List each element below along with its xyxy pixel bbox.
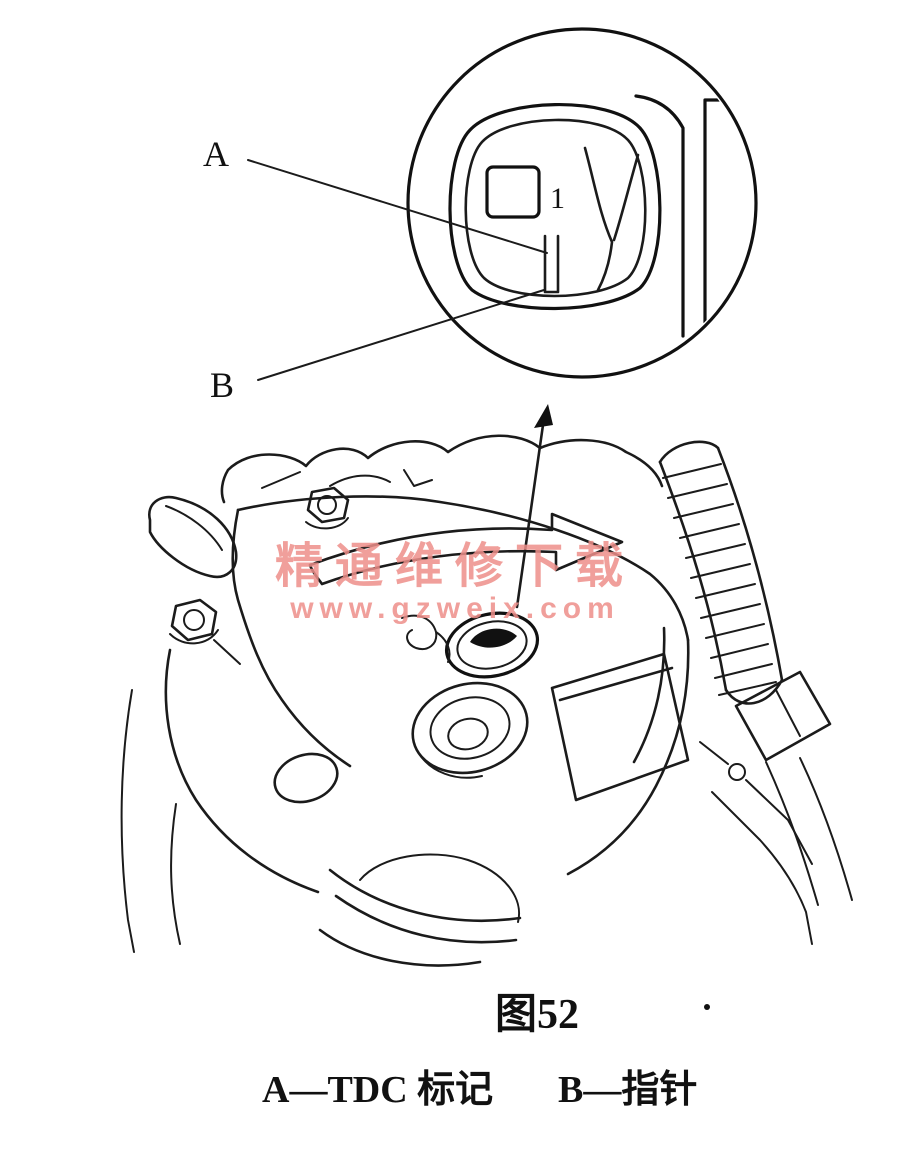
magnifier-contents (448, 94, 721, 338)
magnifier-circle (406, 27, 758, 379)
block-edge-lines (120, 689, 181, 953)
crankshaft-pulley (411, 681, 529, 779)
arrow-to-detail (515, 404, 553, 609)
center-panel (550, 652, 690, 802)
cover-outline-left (231, 508, 352, 768)
wire-hook (401, 614, 451, 663)
timing-window-opening (444, 611, 540, 679)
leader-line-b (257, 289, 545, 381)
pulley-recess-outer (448, 103, 662, 311)
sweep-arrow (308, 512, 624, 586)
tdc-mark-number: 1 (550, 182, 565, 215)
cover-outline-right (566, 626, 690, 876)
valve-cover-detail (261, 469, 433, 489)
bottom-blob (359, 853, 521, 923)
cover-edge-curve (634, 94, 685, 338)
cover-outline-lowerleft (164, 648, 320, 894)
watermark-line2: www.gzweix.com (289, 592, 620, 625)
cover-edge-vertical (703, 98, 721, 324)
right-bracket (699, 741, 813, 945)
engine-illustration (120, 434, 853, 967)
legend-b: B—指针 (558, 1069, 697, 1111)
pointer-slot (543, 234, 560, 294)
label-b: B (210, 365, 234, 405)
corrugated-hose (658, 440, 784, 705)
stray-mark (704, 1004, 710, 1010)
cover-oval-hole (273, 752, 339, 804)
figure-legend: A—TDC 标记 B—指针 (262, 1069, 697, 1111)
bolt-upper-left (305, 486, 350, 530)
pulley-spoke (583, 146, 640, 292)
cover-outline-top (236, 495, 690, 642)
watermark: 精通维修下载 www.gzweix.com (275, 540, 635, 625)
bolt-left (169, 598, 241, 665)
hose-connector (734, 670, 853, 906)
watermark-line1: 精通维修下载 (275, 540, 635, 593)
leader-line-a (247, 159, 548, 254)
bottom-hose (318, 868, 522, 967)
pulley-recess-inner (464, 118, 647, 298)
timing-window-rect (485, 165, 541, 219)
left-hose-inner (165, 505, 223, 551)
left-hose-shape (148, 495, 238, 579)
figure-caption: 图52 (495, 992, 579, 1038)
label-a: A (203, 134, 229, 174)
magnifier-callout: 1 A B (203, 27, 758, 405)
legend-a: A—TDC 标记 (262, 1069, 493, 1111)
valve-cover-edge (220, 434, 664, 504)
